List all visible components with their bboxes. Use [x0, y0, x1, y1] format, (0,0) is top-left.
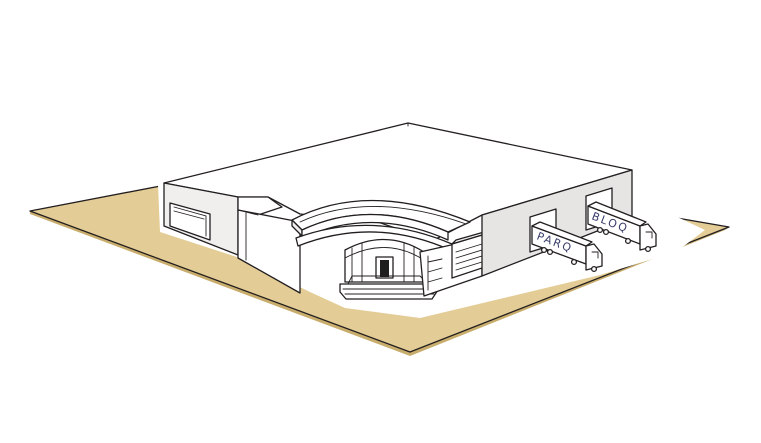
ground-plot-edge — [30, 211, 729, 356]
truck-bloq-cab — [639, 223, 657, 251]
truck-parq-cab — [585, 243, 603, 271]
central-wall — [237, 209, 301, 294]
truck-parq: PARQ — [531, 221, 603, 273]
roof-step — [237, 196, 283, 216]
truck-bloq: BLOQ — [587, 201, 657, 253]
entrance-door — [380, 260, 389, 277]
